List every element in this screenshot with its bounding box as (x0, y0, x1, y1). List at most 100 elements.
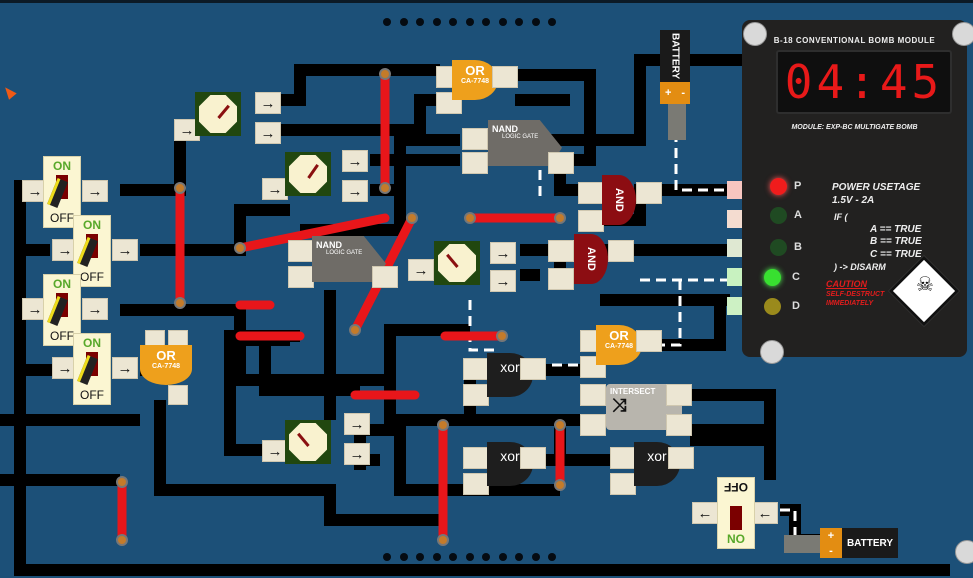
pot-4-output-b[interactable]: → (344, 443, 370, 465)
battery-bottom-connector[interactable] (784, 535, 824, 553)
screw (952, 22, 973, 46)
skull-crossbones-icon: ☠ (916, 274, 934, 296)
xor-gate-2-output[interactable] (520, 447, 546, 469)
or-gate-1[interactable]: OR CA-7748 (140, 345, 192, 385)
or-gate-1-output[interactable] (168, 385, 188, 405)
or-gate-2-output[interactable] (492, 66, 518, 88)
nand-gate-1-input-a[interactable] (462, 128, 488, 150)
pot-3-output-b[interactable]: → (490, 270, 516, 292)
condition-c: C == TRUE (870, 249, 922, 260)
xor-gate-3-output[interactable] (668, 447, 694, 469)
condition-a: A == TRUE (870, 224, 922, 235)
intersect-input-b[interactable] (580, 414, 606, 436)
intersect-output-b[interactable] (666, 414, 692, 436)
switch-5-input-port[interactable]: ← (752, 502, 778, 524)
condition-b: B == TRUE (870, 236, 922, 247)
pot-1-input-port[interactable]: → (174, 119, 200, 141)
pot-3-input-port[interactable]: → (408, 259, 434, 281)
top-vent-dots (383, 18, 556, 26)
switch-1-input-port[interactable]: → (22, 180, 48, 202)
switch-off-label: OFF (80, 388, 104, 402)
or-gate-3-output[interactable] (636, 330, 662, 352)
and-gate-2-input-b[interactable] (548, 268, 574, 290)
pot-1-output-b[interactable]: → (255, 122, 281, 144)
battery-bottom[interactable]: BATTERY (842, 528, 898, 558)
screw (955, 540, 973, 564)
led-d-label: D (792, 300, 800, 312)
potentiometer-2[interactable] (285, 152, 331, 196)
switch-2-output-port[interactable]: → (112, 239, 138, 261)
switch-1-output-port[interactable]: → (82, 180, 108, 202)
switch-off-label: OFF (50, 211, 74, 225)
switch-2-input-port[interactable]: → (52, 239, 78, 261)
toggle-switch-5[interactable]: OFF NO (717, 477, 755, 549)
toggle-switch-4[interactable]: ON OFF (73, 333, 111, 405)
pot-1-output-a[interactable]: → (255, 92, 281, 114)
module-pad-a[interactable] (727, 210, 745, 228)
led-b-label: B (794, 241, 802, 253)
condition-open: IF ( (834, 212, 848, 222)
pot-4-output-a[interactable]: → (344, 413, 370, 435)
switch-3-output-port[interactable]: → (82, 298, 108, 320)
jumper-wire (235, 213, 390, 253)
pot-2-output-a[interactable]: → (342, 150, 368, 172)
potentiometer-3[interactable] (434, 241, 480, 285)
and-gate-2[interactable]: AND (574, 234, 608, 284)
xor-gate-1-input-b[interactable] (463, 384, 489, 406)
pot-2-input-port[interactable]: → (262, 178, 288, 200)
module-pad-p[interactable] (727, 181, 745, 199)
pot-4-input-port[interactable]: → (262, 440, 288, 462)
battery-top[interactable]: BATTERY (660, 30, 690, 82)
nand-gate-1-input-b[interactable] (462, 152, 488, 174)
nand-gate-2-input-b[interactable] (288, 266, 314, 288)
xor-gate-2-input-a[interactable] (463, 447, 489, 469)
and-gate-1-output[interactable] (636, 182, 662, 204)
module-subtitle: MODULE: EXP-BC MULTIGATE BOMB (791, 124, 918, 131)
and-gate-2-output[interactable] (608, 240, 634, 262)
nand-gate-1-output[interactable] (548, 152, 574, 174)
switch-off-label: OFF (50, 329, 74, 343)
led-c-label: C (792, 271, 800, 283)
module-pad-c[interactable] (727, 268, 745, 286)
or-gate-2[interactable]: OR CA-7748 (452, 60, 498, 100)
active-trace (468, 300, 500, 352)
led-p (770, 178, 787, 195)
led-b (770, 239, 787, 256)
pot-2-output-b[interactable]: → (342, 180, 368, 202)
screw (760, 340, 784, 364)
toggle-switch-1[interactable]: ON OFF (43, 156, 81, 228)
switch-5-output-port[interactable]: ← (692, 502, 718, 524)
nand-gate-2-output[interactable] (372, 266, 398, 288)
module-pad-d[interactable] (727, 297, 745, 315)
intersect-input-a[interactable] (580, 384, 606, 406)
xor-gate-1-input-a[interactable] (463, 358, 489, 380)
crossover-arrows-icon: ⤨ (612, 395, 627, 415)
caution-line-2: IMMEDIATELY (826, 300, 874, 307)
xor-gate-3-input-b[interactable] (610, 473, 636, 495)
intersect-output-a[interactable] (666, 384, 692, 406)
battery-bottom-terminal: +- (820, 528, 842, 558)
module-title: B-18 CONVENTIONAL BOMB MODULE (773, 36, 936, 45)
nand-gate-2-input-a[interactable] (288, 240, 314, 262)
battery-top-terminal: +- (660, 82, 690, 104)
potentiometer-4[interactable] (285, 420, 331, 464)
or-gate-3[interactable]: OR CA-7748 (596, 325, 642, 365)
xor-gate-2-input-b[interactable] (463, 473, 489, 495)
and-gate-1[interactable]: AND (602, 175, 636, 225)
board-edge (0, 0, 973, 3)
pot-3-output-a[interactable]: → (490, 242, 516, 264)
switch-on-label: ON (83, 336, 101, 350)
xor-gate-1-output[interactable] (520, 358, 546, 380)
switch-4-output-port[interactable]: → (112, 357, 138, 379)
module-pad-b[interactable] (727, 239, 745, 257)
and-gate-1-input-b[interactable] (578, 210, 604, 232)
battery-top-connector[interactable] (668, 104, 686, 140)
led-c (764, 269, 781, 286)
switch-on-label: ON (53, 277, 71, 291)
caution-title: CAUTION (826, 279, 867, 289)
and-gate-2-input-a[interactable] (548, 240, 574, 262)
active-trace (780, 508, 797, 540)
potentiometer-1[interactable] (195, 92, 241, 136)
and-gate-1-input-a[interactable] (578, 182, 604, 204)
xor-gate-3-input-a[interactable] (610, 447, 636, 469)
